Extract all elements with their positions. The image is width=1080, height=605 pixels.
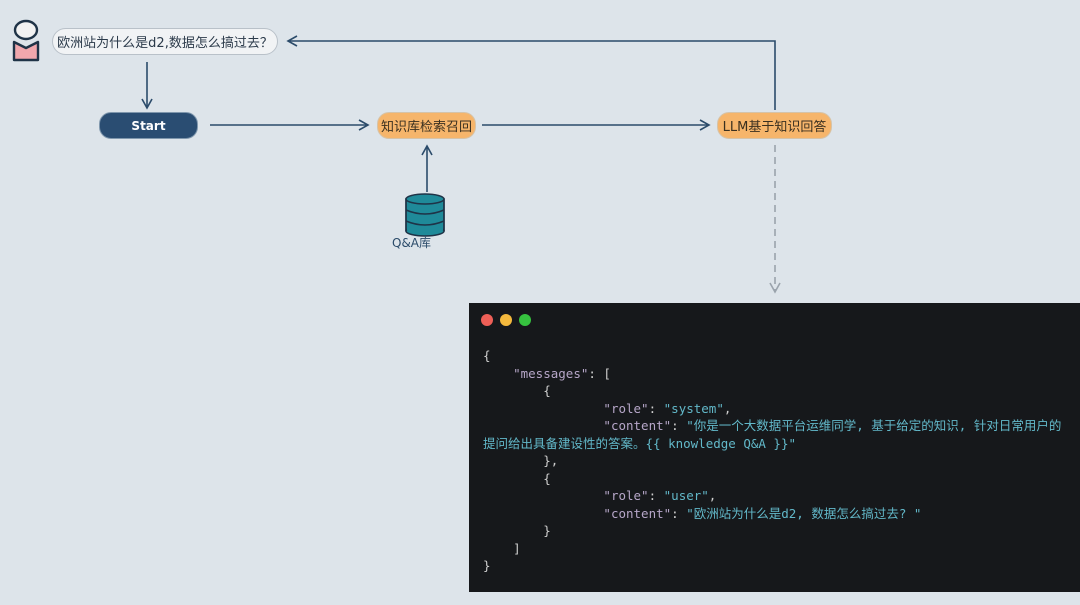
json-punct: ] (513, 540, 521, 556)
json-punct: } (543, 523, 551, 538)
json-key: "messages" (513, 365, 589, 381)
code-line: { (483, 382, 1061, 400)
json-key: "content" (603, 505, 672, 521)
json-string: "欧洲站为什么是d2, 数据怎么搞过去? " (686, 505, 922, 521)
code-line: { (483, 347, 1061, 365)
question-bubble: 欧洲站为什么是d2,数据怎么搞过去？ (52, 28, 278, 55)
retrieve-node[interactable]: 知识库检索召回 (377, 112, 476, 139)
code-line: "content": "欧洲站为什么是d2, 数据怎么搞过去? " (483, 505, 1061, 523)
code-line: "messages": [ (483, 365, 1061, 383)
edge-llm-to-question (286, 35, 776, 110)
code-window: { "messages": [ { "role": "system", "con… (469, 303, 1080, 592)
code-content: { "messages": [ { "role": "system", "con… (483, 347, 1061, 575)
json-punct: , (708, 488, 717, 503)
code-line: } (483, 557, 1061, 575)
json-string: "user" (663, 488, 709, 503)
code-line: }, (483, 452, 1061, 470)
json-punct: : [ (588, 365, 611, 381)
minimize-button[interactable] (500, 314, 512, 326)
code-line: ] (483, 540, 1061, 558)
json-punct: , (723, 400, 732, 416)
database-label: Q&A库 (392, 236, 432, 250)
json-punct: { (543, 383, 551, 398)
json-string: "你是一个大数据平台运维同学, 基于给定的知识, 针对日常用户的 (686, 418, 1062, 433)
llm-answer-node[interactable]: LLM基于知识回答 (717, 112, 832, 139)
code-line: "role": "user", (483, 487, 1061, 505)
json-punct: : (671, 505, 687, 521)
code-line: "role": "system", (483, 400, 1061, 418)
maximize-button[interactable] (519, 314, 531, 326)
json-key: "role" (603, 400, 649, 416)
json-key: "role" (603, 488, 649, 503)
code-line: "content": "你是一个大数据平台运维同学, 基于给定的知识, 针对日常… (483, 417, 1061, 435)
start-node[interactable]: Start (99, 112, 198, 139)
json-punct: }, (543, 453, 559, 468)
json-key: "content" (603, 418, 672, 433)
code-line: } (483, 522, 1061, 540)
database-icon (405, 193, 445, 237)
json-punct: { (543, 470, 551, 486)
json-punct: } (483, 558, 491, 573)
code-line: 提问给出具备建设性的答案。{{ knowledge Q&A }}" (483, 435, 1061, 453)
json-punct: : (648, 400, 664, 416)
json-string: "system" (663, 400, 724, 416)
user-icon (12, 19, 40, 62)
code-line: { (483, 470, 1061, 488)
close-button[interactable] (481, 314, 493, 326)
window-controls (481, 314, 531, 326)
json-punct: { (483, 348, 491, 363)
json-string: 提问给出具备建设性的答案。{{ knowledge Q&A }}" (483, 435, 797, 451)
json-punct: : (671, 418, 687, 433)
json-punct: : (648, 488, 664, 503)
